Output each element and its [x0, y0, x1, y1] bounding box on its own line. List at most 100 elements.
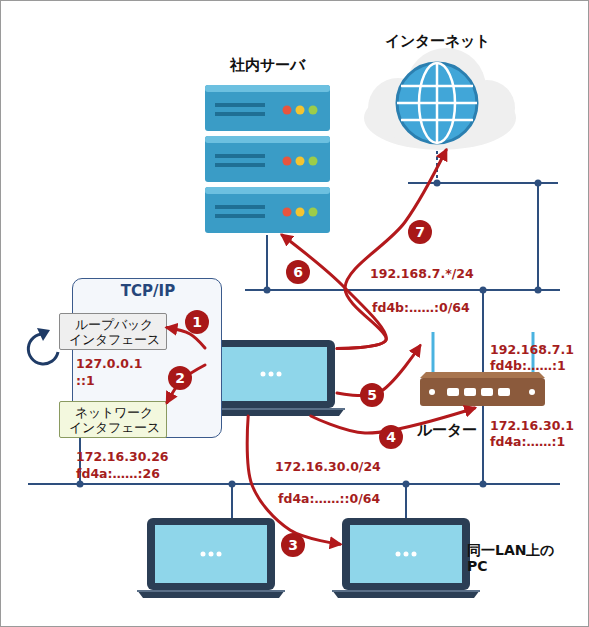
server-slot [215, 163, 265, 167]
server-led [283, 157, 292, 166]
address-label: fd4b:……:1 [490, 358, 566, 373]
router-symbol [420, 332, 545, 406]
server-unit-top [205, 85, 330, 92]
router-antenna [532, 332, 535, 376]
server-led [309, 208, 318, 217]
router-led [529, 389, 535, 395]
address-label: fd4a:……:1 [490, 434, 565, 449]
address-label: 172.16.30.0/24 [275, 459, 381, 474]
laptop-symbol [197, 340, 345, 416]
wire [482, 290, 484, 372]
router-port [464, 388, 476, 396]
globe [397, 63, 477, 143]
screen-dot [217, 552, 222, 557]
server-slot [215, 214, 265, 218]
loopback-arrow [28, 328, 58, 364]
junction-dot [535, 180, 542, 187]
address-label: ::1 [76, 373, 95, 388]
server-led [296, 208, 305, 217]
server-slot [215, 112, 265, 116]
address-label: fd4a:……:26 [76, 466, 160, 481]
laptop-screen [215, 347, 327, 401]
lan-pc-node: 同一LAN上の PC [340, 516, 472, 602]
server-node: 社内サーバ [205, 85, 330, 235]
node-label: インターネット [352, 33, 522, 50]
wire [79, 437, 81, 484]
server-unit [205, 187, 330, 233]
server-slot [215, 205, 265, 209]
junction-dot [535, 287, 542, 294]
wire [266, 235, 268, 290]
client-laptop [205, 338, 337, 416]
junction-dot [77, 481, 84, 488]
router-top [420, 372, 545, 378]
node-label: ルーター [417, 422, 497, 439]
junction-dot [480, 287, 487, 294]
screen-dot [261, 372, 266, 377]
callout-number: 7 [408, 220, 432, 244]
node-label: TCP/IP [73, 283, 223, 300]
address-label: 192.168.7.*/24 [370, 266, 474, 281]
screen-dot [404, 552, 409, 557]
globe-parallel [401, 85, 473, 88]
laptop-lid [342, 518, 470, 590]
callout-number: 1 [185, 310, 209, 334]
address-label: 127.0.0.1 [76, 356, 142, 371]
server-led [283, 208, 292, 217]
flow-arrow [167, 328, 205, 348]
server-unit-top [205, 136, 330, 143]
server-symbol [205, 85, 330, 233]
server-led [296, 157, 305, 166]
laptop-lid [147, 518, 275, 590]
cloud-symbol [364, 48, 516, 150]
laptop-screen [350, 525, 462, 583]
callout-number: 2 [168, 366, 192, 390]
router-node: ルーター [420, 330, 546, 408]
laptop-lid [207, 340, 335, 408]
globe-symbol [397, 63, 477, 143]
laptop-hinge [197, 408, 345, 410]
router-port [447, 388, 459, 396]
loop-head [37, 328, 50, 341]
address-label: 192.168.7.1 [490, 342, 574, 357]
server-unit [205, 85, 330, 131]
flow-arrow [247, 416, 340, 544]
junction-dot [480, 481, 487, 488]
address-label: 172.16.30.26 [76, 449, 169, 464]
junction-dot [434, 180, 441, 187]
server-led [283, 106, 292, 115]
screen-dot [412, 552, 417, 557]
server-slot [215, 103, 265, 107]
flow-arrow [337, 150, 446, 348]
laptop-base [137, 590, 285, 598]
wire [436, 145, 438, 183]
screen-dot [209, 552, 214, 557]
screen-dot [201, 552, 206, 557]
server-led [309, 106, 318, 115]
junction-dot [403, 481, 410, 488]
wire [482, 406, 484, 484]
laptop-symbol [137, 518, 285, 598]
router-led [429, 389, 435, 395]
router-body [420, 378, 545, 406]
node-label: ループバック インタフェース [60, 317, 168, 347]
wire [405, 484, 407, 518]
screen-dot [277, 372, 282, 377]
wire [537, 183, 539, 290]
laptop-symbol [332, 518, 480, 598]
server-unit-top [205, 187, 330, 194]
callout-number: 6 [286, 260, 310, 284]
laptop-hinge [332, 590, 480, 592]
router-port [498, 388, 510, 396]
callout-number: 4 [379, 425, 403, 449]
flow-arrow [167, 365, 205, 403]
node-label: 同一LAN上の PC [467, 542, 567, 574]
router-port [481, 388, 493, 396]
laptop-screen [155, 525, 267, 583]
laptop-base [197, 408, 345, 416]
protocol-stack-box: TCP/IPループバック インタフェースネットワーク インタフェース [72, 278, 222, 438]
